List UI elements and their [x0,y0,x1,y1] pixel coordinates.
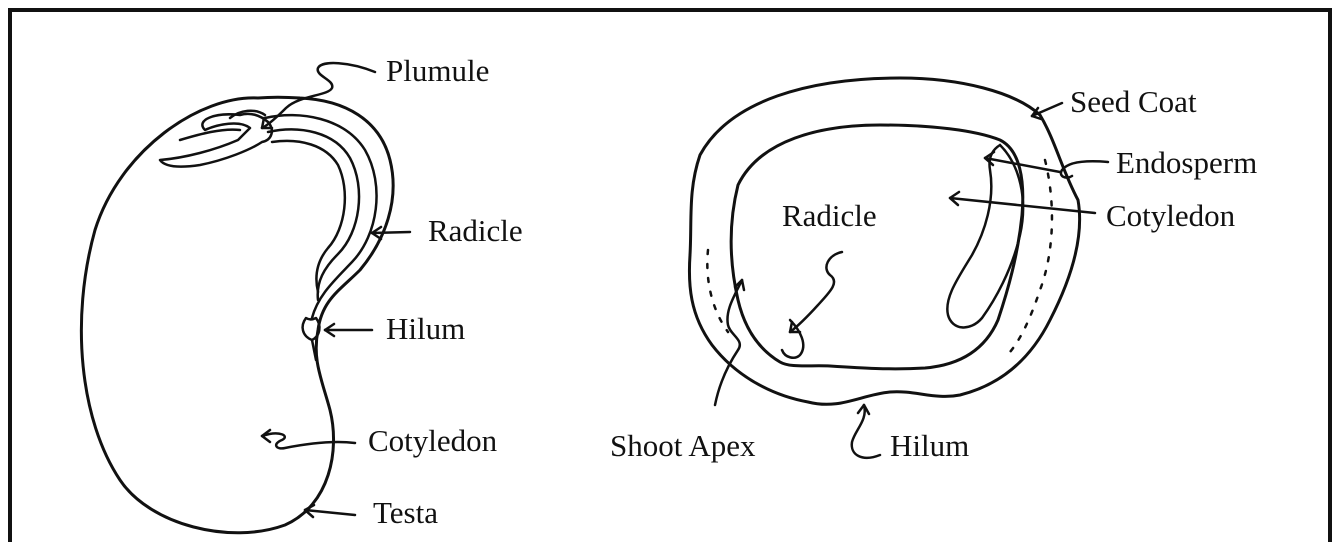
label-radicle-right: Radicle [782,200,877,231]
label-radicle-left: Radicle [428,215,523,246]
left-seed [81,97,393,533]
label-hilum-left: Hilum [386,313,465,344]
label-cotyledon-left: Cotyledon [368,425,497,456]
left-seed-radicle-inner [268,129,359,300]
right-seed-radicle-tip [782,320,803,358]
testa-pointer [305,510,355,515]
cotyledon-pointer [262,433,355,448]
left-seed-radicle-outer [265,115,377,318]
label-cotyledon-right: Cotyledon [1106,200,1235,231]
right-seed-coat-outline [689,78,1079,404]
label-testa: Testa [373,497,438,528]
right-hilum-pointer [852,405,880,458]
radicle-pointer [372,232,410,233]
label-seed-coat: Seed Coat [1070,86,1197,117]
right-seed-cotyledon [947,145,1023,327]
label-plumule: Plumule [386,55,489,86]
label-shoot-apex: Shoot Apex [610,430,756,461]
right-seed [689,78,1079,404]
label-endosperm: Endosperm [1116,147,1257,178]
right-radicle-pointer [790,252,842,332]
right-seed-coat-dashes-left [707,250,728,332]
right-seed-pointers [715,103,1108,458]
right-seed-endosperm-boundary [731,125,1023,369]
left-seed-testa-outline [81,97,393,533]
label-hilum-right: Hilum [890,430,969,461]
left-seed-plumule [160,114,272,167]
left-seed-radicle-inner2 [272,141,345,292]
